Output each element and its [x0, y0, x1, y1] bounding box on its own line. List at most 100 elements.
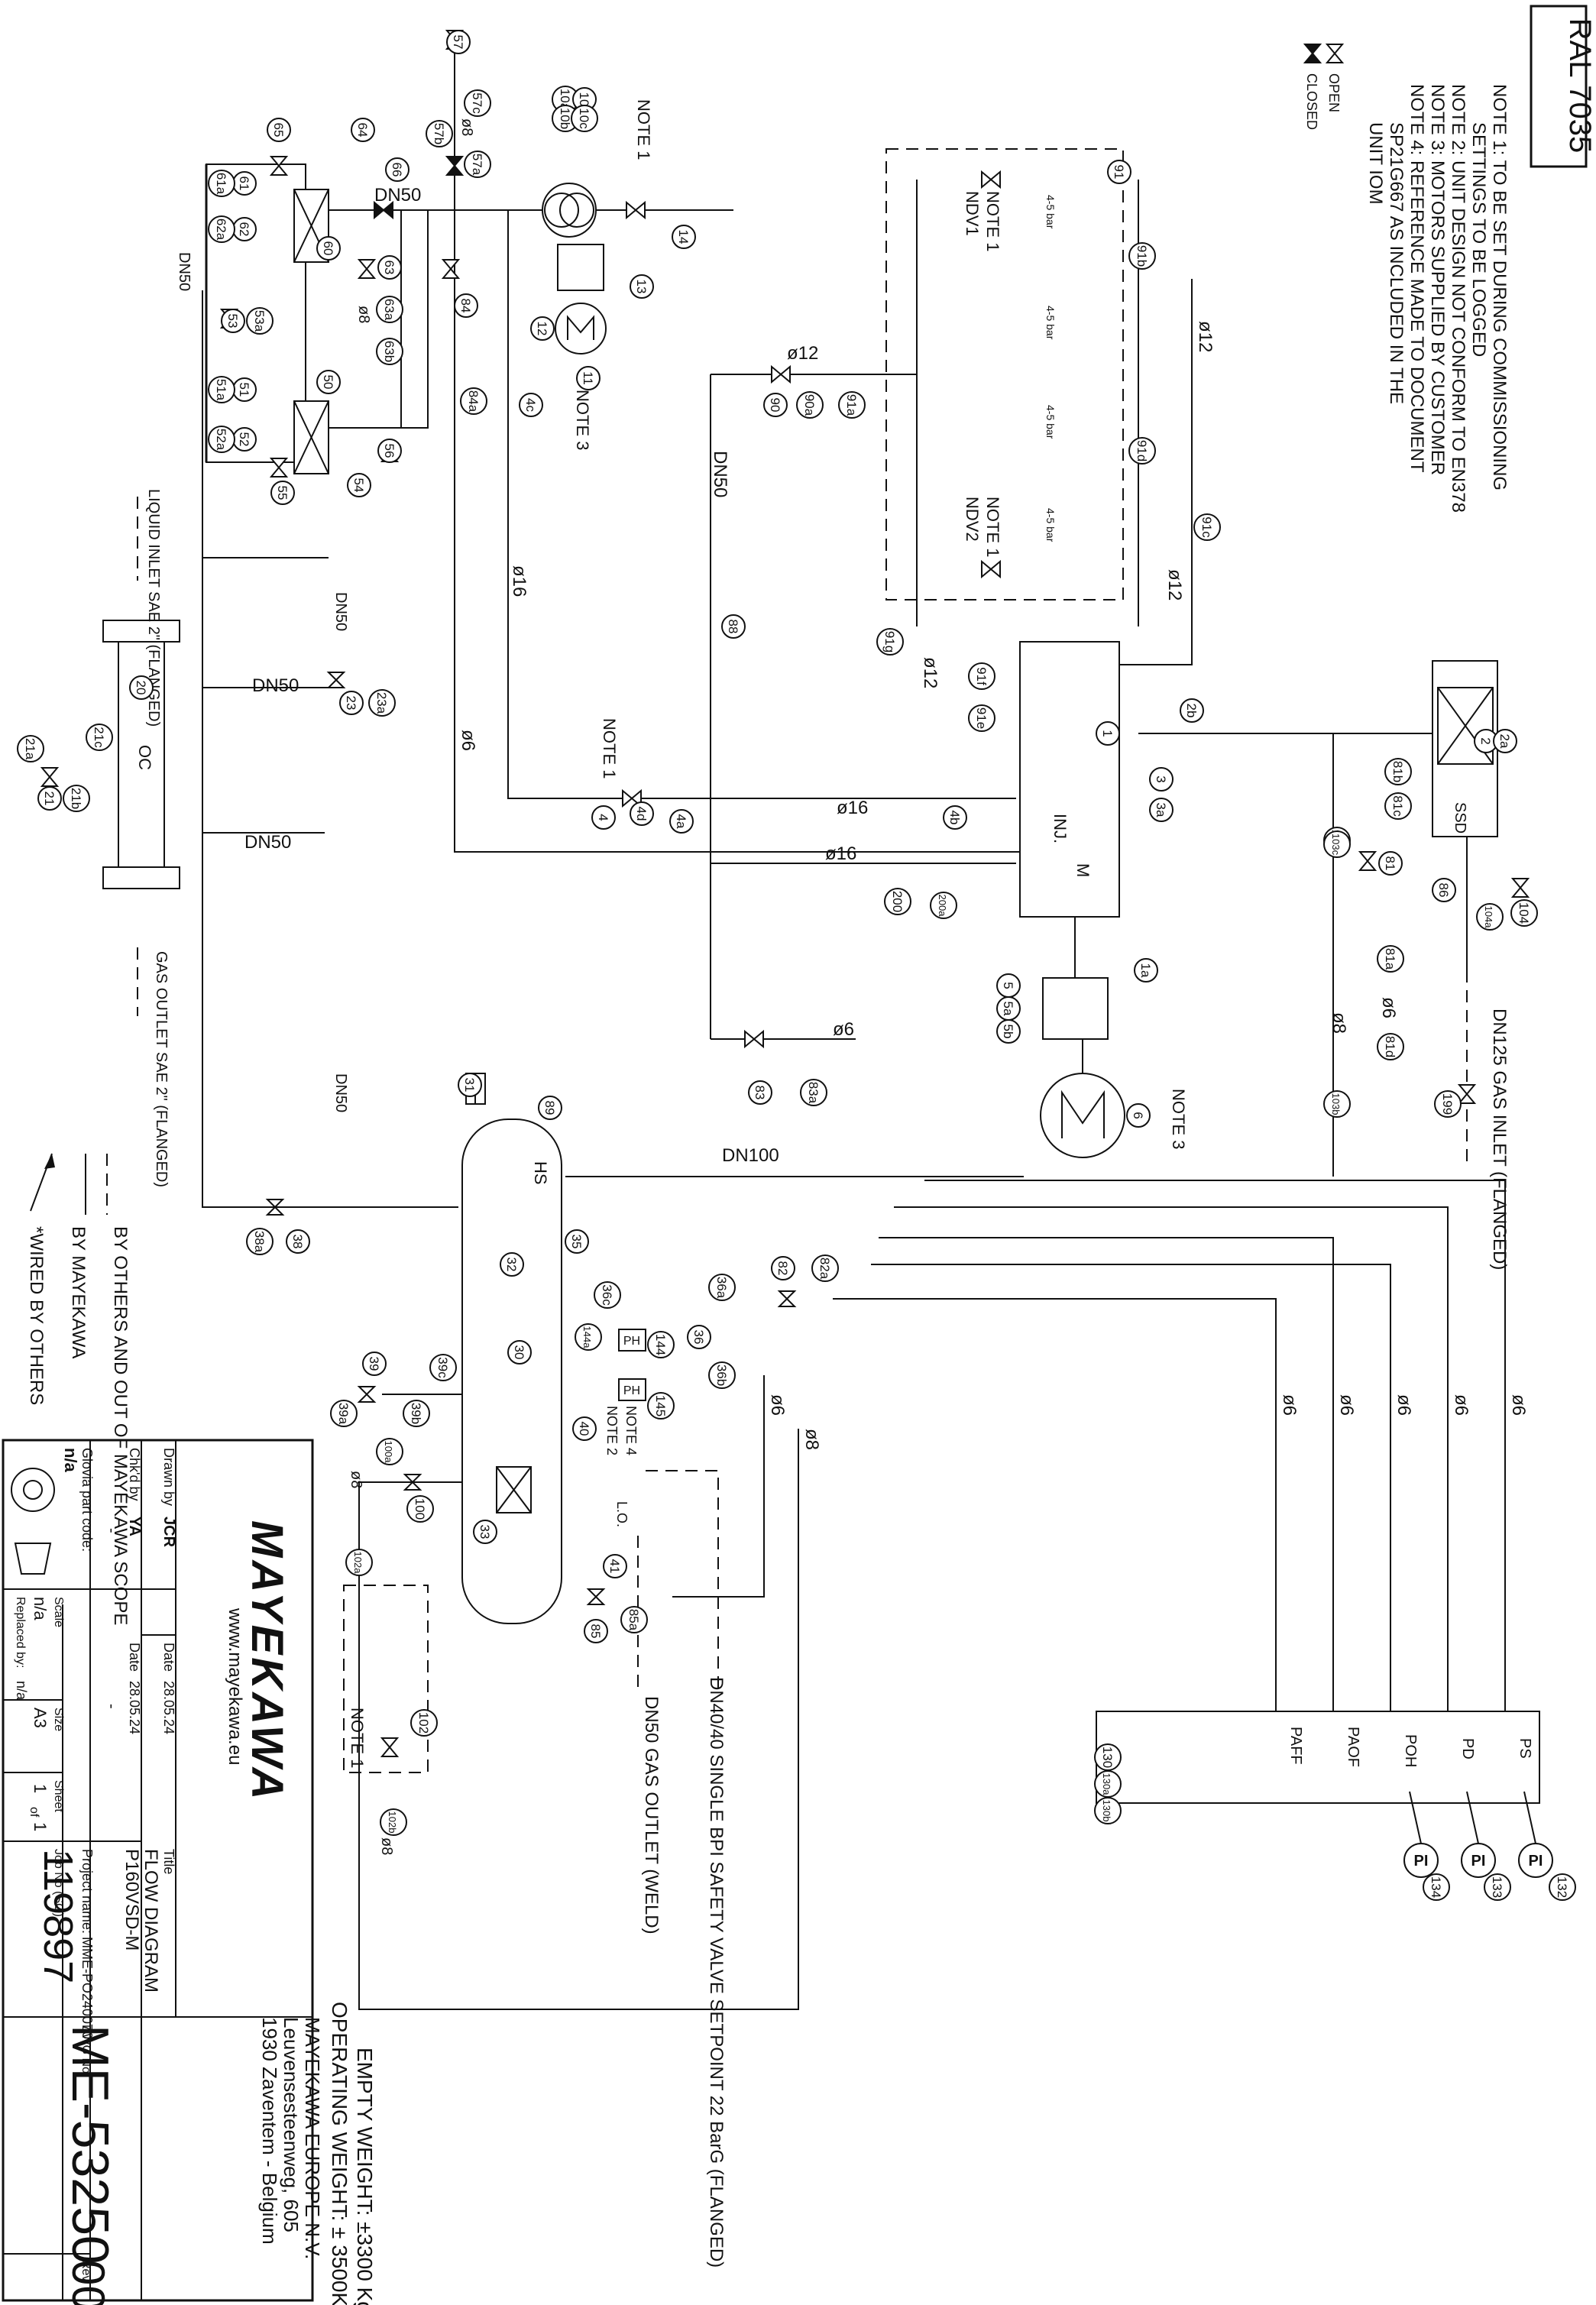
item-bubble-81d: 81d: [1377, 1033, 1404, 1060]
item-bubble-64: 64: [351, 118, 375, 142]
item-bubble-36b: 36b: [708, 1361, 736, 1389]
sheet-value: 1: [31, 1784, 50, 1793]
item-bubble-38: 38: [286, 1229, 310, 1254]
item-bubble-label: 81b: [1390, 761, 1405, 782]
legend-open: OPEN: [1326, 73, 1342, 112]
item-bubble-label: 1: [1100, 730, 1115, 736]
legend-by-mayekawa: BY MAYEKAWA: [68, 1226, 89, 1358]
item-bubble-circle: [347, 473, 371, 497]
item-bubble-circle: [410, 1709, 438, 1737]
notes-block: NOTE 1: TO BE SET DURING COMMISSIONING S…: [1365, 84, 1510, 513]
item-bubble-132: 132: [1549, 1873, 1576, 1901]
jobno-label: Job No (SO): [52, 1849, 65, 1917]
legend-by-others: BY OTHERS AND OUT OF MAYEKAWA SCOPE: [110, 1226, 131, 1625]
d16-label-3: ø16: [509, 565, 529, 597]
item-bubble-label: 90a: [802, 394, 817, 416]
d8-label-5: ø8: [348, 1471, 364, 1488]
item-bubble-circle: [406, 1495, 434, 1523]
item-bubble-label: 81c: [1390, 795, 1405, 817]
d12-label-4: ø12: [920, 657, 940, 688]
item-bubble-label: 21: [42, 792, 57, 806]
item-bubble-label: 2b: [1184, 704, 1199, 718]
valve-39: [357, 1386, 377, 1403]
d16-label-2: ø16: [825, 843, 856, 864]
item-bubble-label: 14: [676, 230, 691, 244]
item-bubble-circle: [385, 157, 410, 182]
item-bubble-circle: [996, 1019, 1021, 1044]
d8-label-2: ø8: [355, 306, 372, 323]
item-bubble-circle: [530, 316, 555, 341]
item-bubble-label: 62a: [214, 219, 228, 241]
item-bubble-circle: [1180, 698, 1204, 723]
item-bubble-circle: [63, 785, 90, 812]
item-bubble-23a: 23a: [368, 689, 396, 717]
item-bubble-63a: 63a: [376, 296, 403, 323]
item-bubble-12: 12: [530, 316, 555, 341]
item-bubble-91c: 91c: [1193, 513, 1221, 541]
valve-57a: [445, 156, 465, 176]
item-bubble-label: 41: [607, 1559, 622, 1574]
pressure-45bar-2: 4-5 bar: [1044, 306, 1057, 340]
ndv1-label: NDV1: [963, 191, 982, 236]
pi-gauge-2-label: PI: [1471, 1853, 1486, 1870]
item-bubble-circle: [1432, 878, 1456, 902]
item-bubble-label: 4b: [947, 811, 962, 825]
item-bubble-circle: [208, 215, 235, 243]
item-bubble-circle: [473, 1520, 497, 1544]
item-bubble-39c: 39c: [429, 1354, 457, 1381]
valve-84: [441, 259, 461, 279]
sheet-total: 1: [31, 1822, 50, 1831]
d6-label-8: ø6: [1508, 1394, 1529, 1416]
item-bubble-circle: [630, 274, 654, 299]
item-bubble-label: 52: [237, 432, 251, 447]
size-value: A3: [31, 1708, 50, 1728]
valve-100: [403, 1474, 422, 1491]
item-bubble-86: 86: [1432, 878, 1456, 902]
item-bubble-circle: [208, 170, 235, 197]
item-bubble-circle: [17, 735, 44, 762]
item-bubble-circle: [796, 391, 824, 419]
item-bubble-circle: [368, 689, 396, 717]
item-bubble-label: 1a: [1138, 963, 1153, 978]
pi-gauge-1-label: PI: [1529, 1853, 1543, 1870]
item-bubble-circle: [672, 225, 696, 249]
item-bubble-63b: 63b: [376, 338, 403, 365]
item-bubble-circle: [669, 809, 694, 834]
dash-1: -: [103, 1528, 120, 1533]
empty-weight: EMPTY WEIGHT: ±3300 Kg: [353, 2048, 377, 2305]
item-bubble-100: 100: [406, 1495, 434, 1523]
item-bubble-61: 61: [232, 171, 257, 196]
gas-outlet-label: GAS OUTLET SAE 2" (FLANGED): [153, 951, 170, 1187]
chkd-by-label: Chk'd by: [127, 1448, 142, 1501]
drawn-by: JCR: [160, 1517, 177, 1548]
item-bubble-label: 63: [382, 261, 397, 275]
item-bubble-label: 100a: [383, 1441, 394, 1464]
item-bubble-144: 144: [647, 1331, 675, 1358]
replaced-by-label: Replaced by:: [14, 1597, 27, 1668]
item-bubble-circle: [460, 387, 487, 415]
valve-55: [269, 458, 289, 478]
valve-66: [374, 200, 393, 220]
item-bubble-60: 60: [316, 236, 341, 261]
item-bubble-label: 2a: [1497, 734, 1512, 749]
item-bubble-100a: 100a: [376, 1438, 403, 1465]
item-bubble-104: 104: [1510, 899, 1538, 927]
item-bubble-label: 66: [390, 163, 404, 177]
item-bubble-66: 66: [385, 157, 410, 182]
valve-21: [40, 767, 60, 787]
dn50-label-top: DN50: [374, 185, 421, 206]
item-bubble-1a: 1a: [1134, 958, 1158, 983]
item-bubble-circle: [687, 1325, 711, 1349]
item-bubble-32: 32: [500, 1252, 524, 1277]
dn50-label-cooler-out: DN50: [244, 832, 291, 853]
item-bubble-circle: [464, 151, 491, 178]
d6-label-1: ø6: [833, 1019, 854, 1040]
item-bubble-circle: [330, 1400, 358, 1427]
item-bubble-21b: 21b: [63, 785, 90, 812]
item-bubble-90: 90: [763, 393, 788, 417]
drawing-number: ME-53250: [61, 2025, 119, 2265]
item-bubble-91b: 91b: [1128, 242, 1156, 270]
item-bubble-130a: 130a: [1094, 1770, 1122, 1798]
item-bubble-36c: 36c: [594, 1281, 621, 1309]
